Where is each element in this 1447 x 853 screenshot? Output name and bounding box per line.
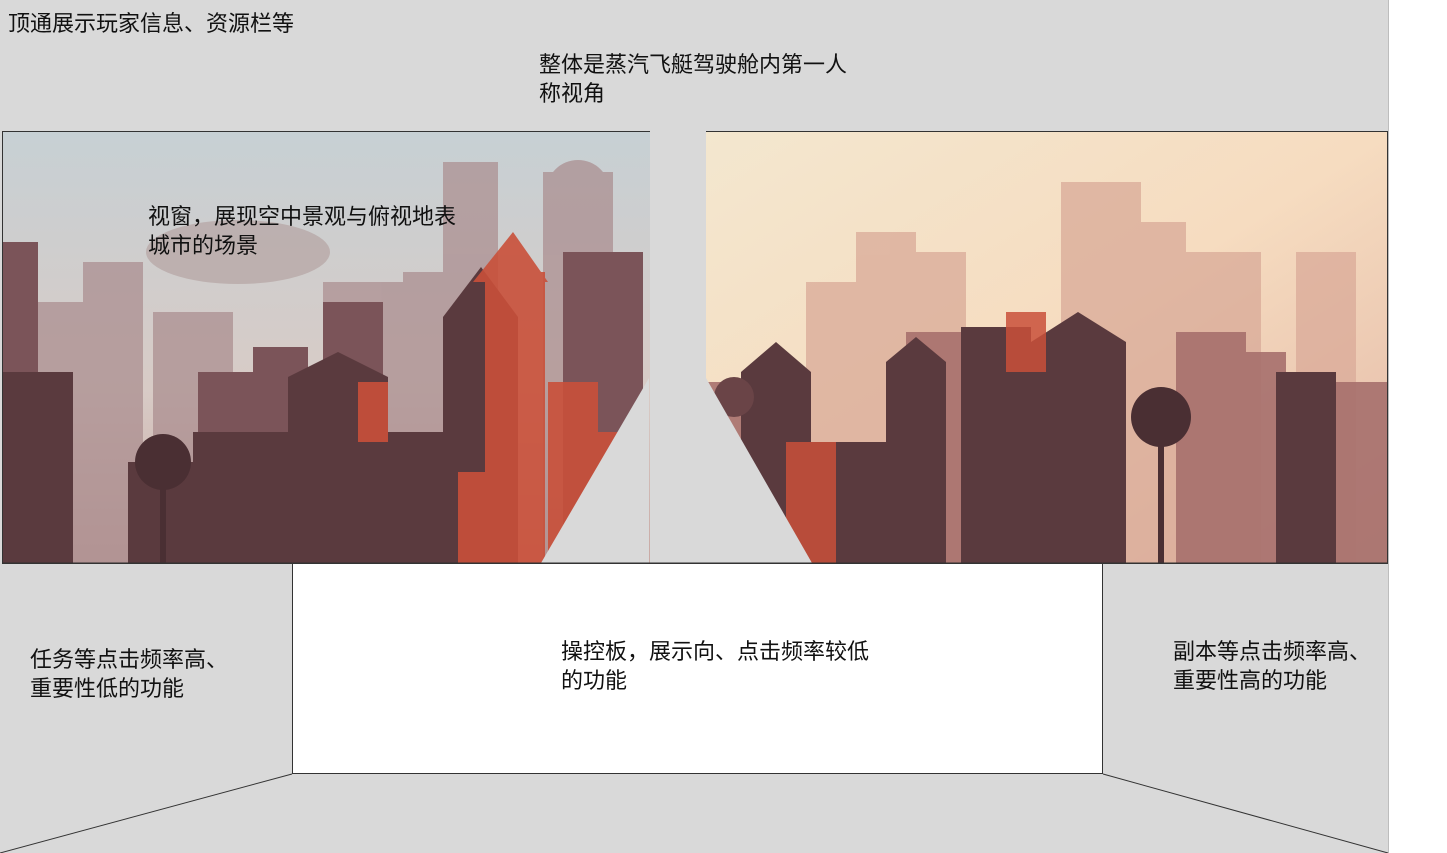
left-panel-note: 任务等点击频率高、重要性低的功能	[30, 648, 229, 702]
right-panel-note: 副本等点击频率高、重要性高的功能	[1173, 640, 1372, 694]
window-note: 视窗，展现空中景观与俯视地表城市的场景	[148, 205, 457, 259]
right-window-view	[706, 131, 1388, 564]
right-city-illustration	[706, 132, 1387, 563]
control-panel[interactable]	[292, 563, 1103, 774]
left-city-illustration	[3, 132, 650, 563]
control-panel-note: 操控板，展示向、点击频率较低的功能	[561, 640, 870, 694]
top-bar-note: 顶通展示玩家信息、资源栏等	[8, 12, 295, 37]
left-window-view	[2, 131, 650, 564]
view-title-note: 整体是蒸汽飞艇驾驶舱内第一人称视角	[539, 53, 848, 107]
